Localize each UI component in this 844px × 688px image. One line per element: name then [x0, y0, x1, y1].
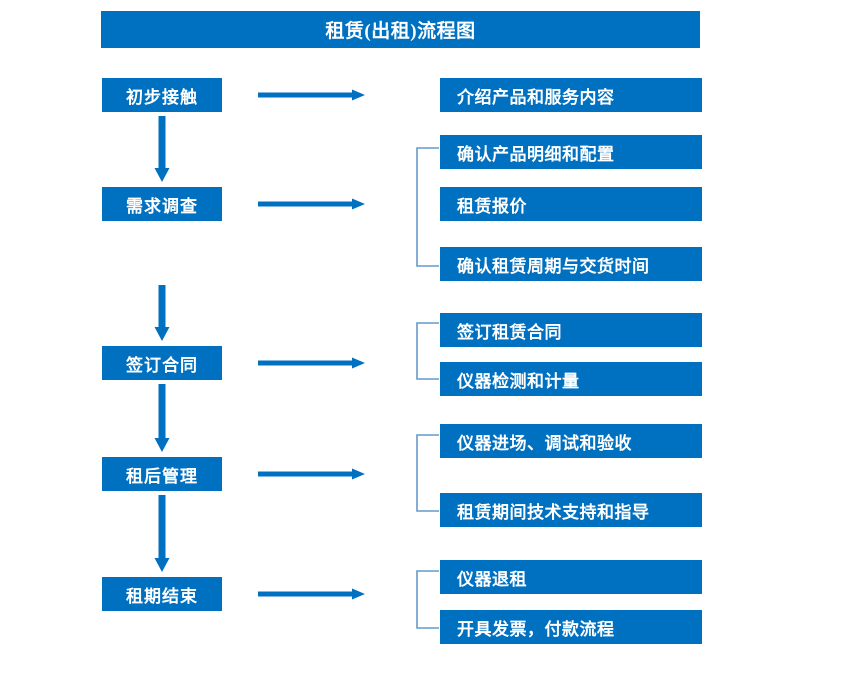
down-arrow-icon-4 [151, 495, 173, 573]
stage-box-post-lease-management[interactable]: 租后管理 [102, 457, 222, 491]
right-arrow-icon-3 [258, 355, 366, 371]
group-bracket-sign-contract [416, 322, 440, 380]
down-arrow-icon-3 [151, 384, 173, 453]
group-bracket-post-lease [416, 434, 440, 512]
stage-box-sign-contract[interactable]: 签订合同 [102, 346, 222, 380]
detail-box-lease-quotation[interactable]: 租赁报价 [440, 187, 702, 221]
page-title: 租赁(出租)流程图 [101, 11, 700, 48]
right-arrow-icon-4 [258, 466, 366, 482]
detail-box-instrument-onsite[interactable]: 仪器进场、调试和验收 [440, 424, 702, 458]
detail-box-instrument-inspection[interactable]: 仪器检测和计量 [440, 362, 702, 396]
detail-box-introduce-products[interactable]: 介绍产品和服务内容 [440, 78, 702, 112]
stage-box-needs-survey[interactable]: 需求调查 [102, 187, 222, 221]
detail-box-confirm-product-spec[interactable]: 确认产品明细和配置 [440, 135, 702, 169]
down-arrow-icon-2 [151, 285, 173, 342]
detail-box-confirm-lease-period[interactable]: 确认租赁周期与交货时间 [440, 247, 702, 281]
detail-box-technical-support[interactable]: 租赁期间技术支持和指导 [440, 493, 702, 527]
right-arrow-icon-5 [258, 586, 366, 602]
stage-box-initial-contact[interactable]: 初步接触 [102, 78, 222, 112]
right-arrow-icon-1 [258, 87, 366, 103]
group-bracket-lease-end [416, 570, 440, 629]
detail-box-instrument-return[interactable]: 仪器退租 [440, 560, 702, 594]
stage-box-lease-end[interactable]: 租期结束 [102, 577, 222, 611]
detail-box-sign-lease-contract[interactable]: 签订租赁合同 [440, 313, 702, 347]
right-arrow-icon-2 [258, 196, 366, 212]
detail-box-invoice-payment[interactable]: 开具发票，付款流程 [440, 610, 702, 644]
group-bracket-needs-survey [416, 147, 440, 267]
down-arrow-icon-1 [151, 116, 173, 183]
